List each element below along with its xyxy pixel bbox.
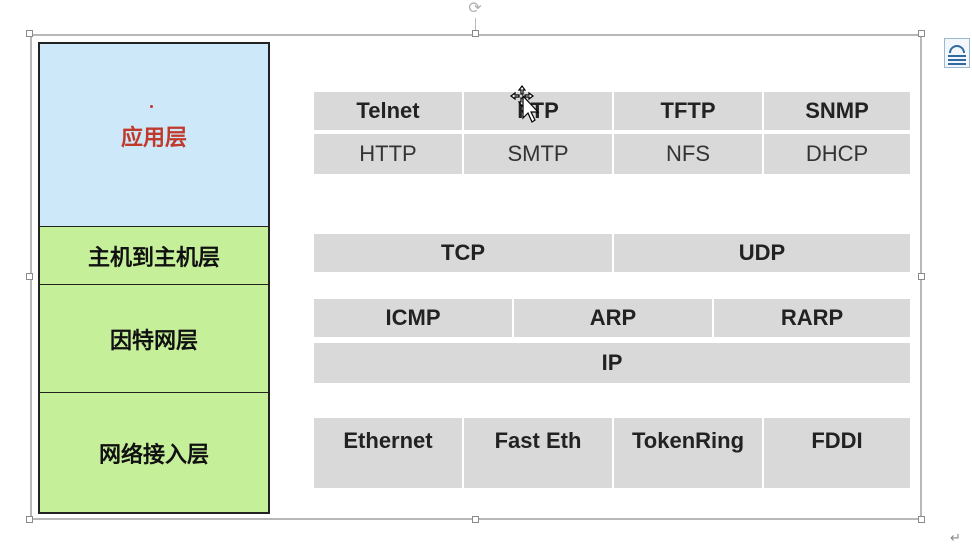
protocol-cell: TokenRing bbox=[614, 418, 762, 488]
resize-handle-top-right[interactable] bbox=[918, 30, 925, 37]
protocol-cell: ICMP bbox=[314, 299, 512, 337]
protocol-cell: DHCP bbox=[764, 134, 910, 174]
protocol-tcp: TCP bbox=[441, 240, 485, 265]
resize-handle-top[interactable] bbox=[472, 30, 479, 37]
protocol-arp: ARP bbox=[589, 305, 637, 330]
protocol-cell: Ethernet bbox=[314, 418, 462, 488]
protocol-cell: NFS bbox=[614, 134, 762, 174]
protocol-cell: HTTP bbox=[314, 134, 462, 174]
rotate-handle-icon[interactable]: ⟳ bbox=[468, 0, 482, 17]
protocol-snmp: SNMP bbox=[805, 98, 869, 123]
rotate-handle-stem bbox=[475, 18, 476, 34]
protocol-smtp: SMTP bbox=[507, 141, 569, 166]
layer-internet: 因特网层 bbox=[38, 284, 270, 394]
protocol-ethernet: Ethernet bbox=[343, 428, 433, 453]
protocol-rarp: RARP bbox=[780, 305, 844, 330]
protocol-dhcp: DHCP bbox=[805, 141, 869, 166]
protocol-cell: Fast Eth bbox=[464, 418, 612, 488]
layer-network-access: 网络接入层 bbox=[38, 392, 270, 514]
protocol-cell: SNMP bbox=[764, 92, 910, 130]
protocol-fddi: FDDI bbox=[811, 428, 863, 453]
protocol-cell: IP bbox=[314, 343, 910, 383]
protocol-cell: UDP bbox=[614, 234, 910, 272]
resize-handle-right[interactable] bbox=[918, 273, 925, 280]
red-dot-mark bbox=[150, 105, 153, 108]
layer-host-to-host: 主机到主机层 bbox=[38, 226, 270, 286]
protocol-cell: TCP bbox=[314, 234, 612, 272]
protocol-telnet: Telnet bbox=[356, 98, 420, 123]
protocol-cell: Telnet bbox=[314, 92, 462, 130]
protocol-cell: FDDI bbox=[764, 418, 910, 488]
resize-handle-bottom-left[interactable] bbox=[26, 516, 33, 523]
resize-handle-left[interactable] bbox=[26, 273, 33, 280]
layout-options-icon[interactable] bbox=[944, 38, 970, 68]
resize-handle-top-left[interactable] bbox=[26, 30, 33, 37]
layer-network-access-label: 网络接入层 bbox=[98, 441, 209, 467]
protocol-tokenring: TokenRing bbox=[631, 428, 745, 453]
protocol-icmp: ICMP bbox=[385, 305, 441, 330]
protocol-http: HTTP bbox=[359, 141, 417, 166]
protocol-cell: FTP bbox=[464, 92, 612, 130]
protocol-udp: UDP bbox=[738, 240, 786, 265]
layer-application: 应用层 bbox=[38, 42, 270, 228]
layer-application-label: 应用层 bbox=[120, 124, 187, 150]
protocol-ip: IP bbox=[601, 350, 623, 375]
paragraph-mark-icon: ↵ bbox=[950, 530, 961, 545]
resize-handle-bottom-right[interactable] bbox=[918, 516, 925, 523]
protocol-cell: ARP bbox=[514, 299, 712, 337]
protocol-tftp: TFTP bbox=[660, 98, 716, 123]
protocol-cell: RARP bbox=[714, 299, 910, 337]
protocol-fast-eth: Fast Eth bbox=[494, 428, 582, 453]
layer-host-to-host-label: 主机到主机层 bbox=[87, 245, 220, 270]
layer-internet-label: 因特网层 bbox=[109, 328, 198, 353]
protocol-nfs: NFS bbox=[666, 141, 710, 166]
protocol-cell: SMTP bbox=[464, 134, 612, 174]
move-cursor-icon bbox=[510, 85, 540, 123]
resize-handle-bottom[interactable] bbox=[472, 516, 479, 523]
protocol-cell: TFTP bbox=[614, 92, 762, 130]
